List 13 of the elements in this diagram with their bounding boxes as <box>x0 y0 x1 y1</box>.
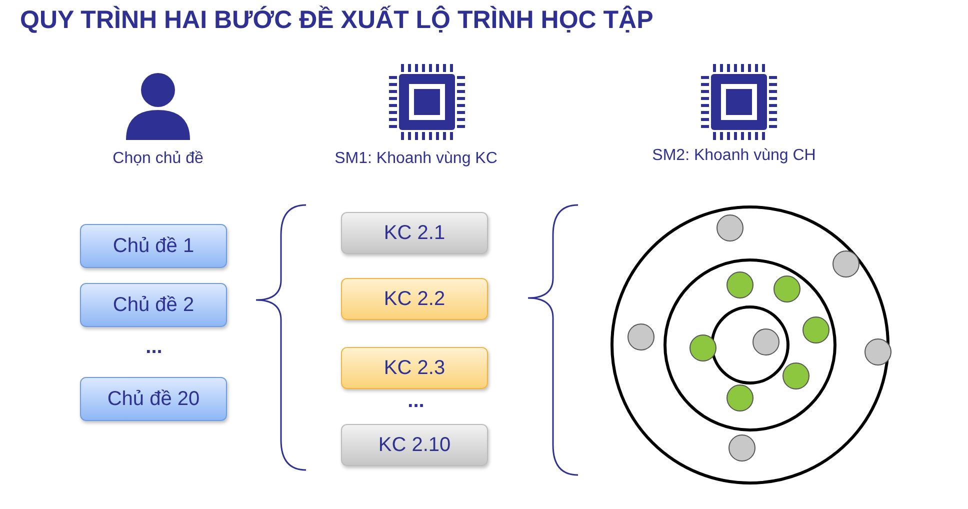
topic-box: Chủ đề 1 <box>80 224 227 268</box>
topic-box: Chủ đề 2 <box>80 283 227 327</box>
concept-box: KC 2.1 <box>341 212 488 254</box>
caption: Chọn chủ đề <box>112 150 204 168</box>
concept-box: KC 2.2 <box>341 278 488 320</box>
ellipsis: ... <box>146 336 162 359</box>
title: QUY TRÌNH HAI BƯỚC ĐỀ XUẤT LỘ TRÌNH HỌC TẬP <box>20 6 654 35</box>
topic-box: Chủ đề 20 <box>80 377 227 421</box>
caption: SM1: Khoanh vùng KC <box>334 150 498 168</box>
caption: SM2: Khoanh vùng CH <box>652 147 816 165</box>
concept-box: KC 2.10 <box>341 424 488 466</box>
ellipsis: ... <box>408 390 424 413</box>
concept-box: KC 2.3 <box>341 347 488 389</box>
